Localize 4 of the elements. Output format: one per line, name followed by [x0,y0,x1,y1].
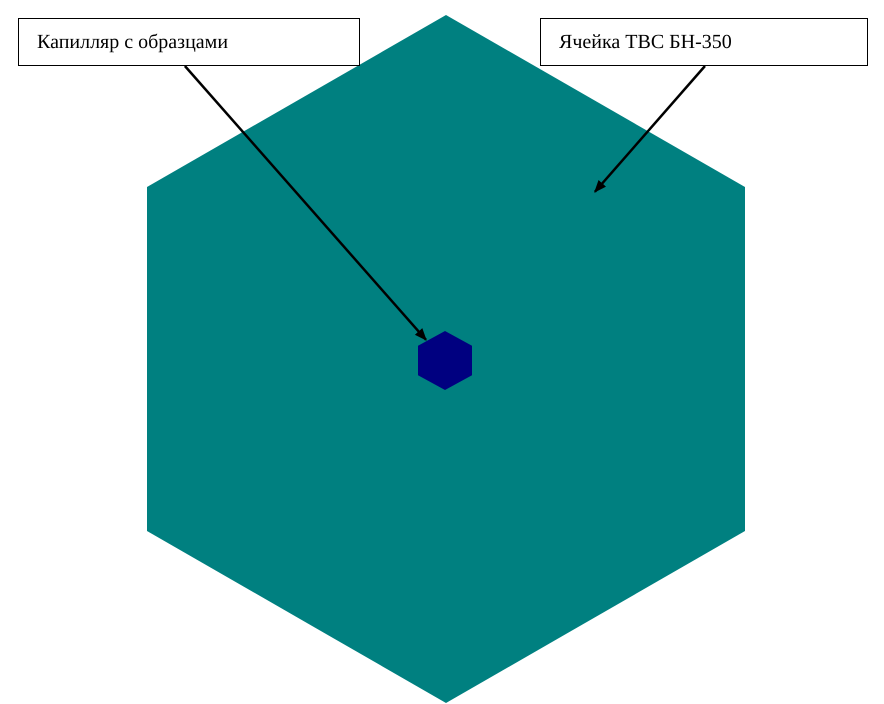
leader-line [184,65,427,341]
leader-line [594,65,706,193]
callout-label: Капилляр с образцами [18,18,360,66]
callout-label: Ячейка ТВС БН-350 [540,18,868,66]
